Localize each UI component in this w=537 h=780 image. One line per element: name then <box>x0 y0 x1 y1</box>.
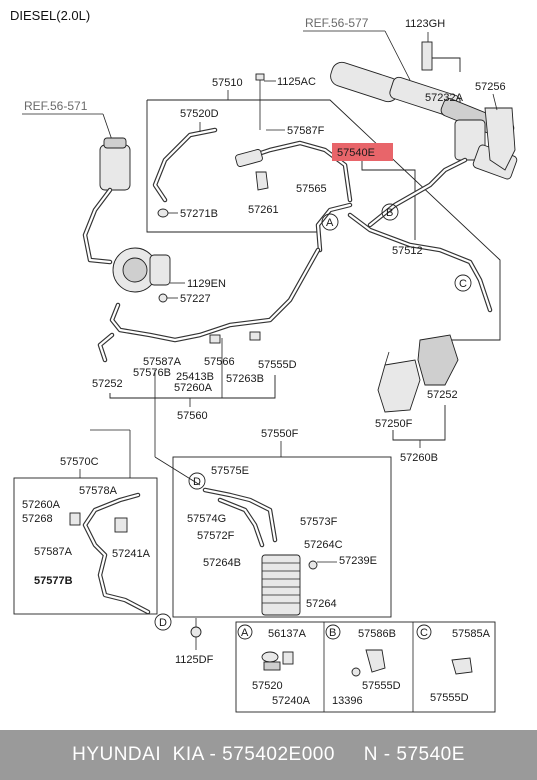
label-57261: 57261 <box>248 204 279 216</box>
label-57260a-left: 57260A <box>22 499 61 511</box>
label-detail-c-57585a: 57585A <box>452 628 491 640</box>
label-detail-a-57240a: 57240A <box>272 695 311 707</box>
label-57256: 57256 <box>475 81 506 93</box>
fitting-57587f <box>235 149 263 167</box>
label-57587f: 57587F <box>287 125 325 137</box>
label-57520d: 57520D <box>180 108 219 120</box>
label-57540e[interactable]: 57540E <box>337 147 375 159</box>
footer-part-number: HYUNDAI KIA - 575402E000 N - 57540E <box>72 744 465 765</box>
label-57570c: 57570C <box>60 456 99 468</box>
left-hose-group-box <box>13 477 158 615</box>
label-57587a-left: 57587A <box>34 546 73 558</box>
svg-text:C: C <box>420 627 428 639</box>
label-57550f: 57550F <box>261 428 299 440</box>
label-57566: 57566 <box>204 356 235 368</box>
label-57271b: 57271B <box>180 208 218 220</box>
ref-56-577-leader <box>384 30 411 81</box>
label-57510: 57510 <box>212 77 243 89</box>
detail-c-marker[interactable] <box>416 624 432 640</box>
svg-text:B: B <box>386 207 393 219</box>
label-57264c: 57264C <box>304 539 343 551</box>
detail-a-marker[interactable] <box>237 624 253 640</box>
label-57252-right: 57252 <box>427 389 458 401</box>
label-57260a-top: 57260A <box>174 382 213 394</box>
label-57575e: 57575E <box>211 465 249 477</box>
label-57578a: 57578A <box>79 485 118 497</box>
label-57573f: 57573F <box>300 516 338 528</box>
bolt-1125df <box>190 626 202 638</box>
label-57268: 57268 <box>22 513 53 525</box>
label-57574g: 57574G <box>187 513 226 525</box>
label-57577b: 57577B <box>34 575 73 587</box>
label-57227: 57227 <box>180 293 211 305</box>
label-detail-b-57586b: 57586B <box>358 628 396 640</box>
label-detail-b-57555d: 57555D <box>362 680 401 692</box>
steering-gear-assembly <box>330 41 518 180</box>
label-57232a: 57232A <box>425 92 464 104</box>
ref-56-577[interactable]: REF.56-577 <box>305 16 369 30</box>
label-1125ac: 1125AC <box>277 76 316 88</box>
boot-assembly <box>377 334 459 413</box>
svg-text:D: D <box>193 476 201 488</box>
label-57576b: 57576B <box>133 367 171 379</box>
engine-title: DIESEL(2.0L) <box>10 8 90 23</box>
label-57512: 57512 <box>392 245 423 257</box>
reservoir <box>82 137 131 265</box>
label-detail-c-57555d: 57555D <box>430 692 469 704</box>
callout-a-upper[interactable] <box>321 213 339 231</box>
clip-57261 <box>255 171 269 191</box>
callout-d-cooler[interactable] <box>188 472 206 490</box>
label-57565: 57565 <box>296 183 327 195</box>
label-detail-a-57520: 57520 <box>252 680 283 692</box>
label-57260b: 57260B <box>400 452 438 464</box>
label-57587a-top: 57587A <box>143 356 182 368</box>
ref-56-571-leader <box>102 113 113 141</box>
label-57239e: 57239E <box>339 555 377 567</box>
bolt-1125ac <box>255 73 265 81</box>
label-57572f: 57572F <box>197 530 235 542</box>
label-1125df: 1125DF <box>175 654 214 666</box>
highlight-57540e[interactable] <box>332 143 393 161</box>
ref-56-571[interactable]: REF.56-571 <box>24 99 88 113</box>
label-57560: 57560 <box>177 410 208 422</box>
svg-text:A: A <box>241 627 249 639</box>
detail-box <box>235 621 496 713</box>
label-1123gh: 1123GH <box>405 18 445 30</box>
label-57252-left: 57252 <box>92 378 123 390</box>
label-57263b: 57263B <box>226 373 264 385</box>
cooler-group-box <box>172 456 392 618</box>
power-steering-pump <box>112 247 171 293</box>
label-57555d-top: 57555D <box>258 359 297 371</box>
detail-b-marker[interactable] <box>325 624 341 640</box>
svg-text:D: D <box>159 617 167 629</box>
hose-57565 <box>315 202 353 253</box>
label-57264b: 57264B <box>203 557 241 569</box>
label-57250f: 57250F <box>375 418 413 430</box>
svg-text:C: C <box>459 278 467 290</box>
callout-c-upper[interactable] <box>454 274 472 292</box>
label-57241a: 57241A <box>112 548 151 560</box>
label-25413b: 25413B <box>176 371 214 383</box>
callout-b-upper[interactable] <box>381 203 399 221</box>
svg-text:B: B <box>329 627 336 639</box>
label-57264: 57264 <box>306 598 337 610</box>
label-detail-b-13396: 13396 <box>332 695 363 707</box>
bracket-57510 <box>146 100 320 233</box>
oil-cooler <box>261 554 301 616</box>
footer-bar: HYUNDAI KIA - 575402E000 N - 57540E <box>0 730 537 780</box>
svg-text:A: A <box>326 217 334 229</box>
clamp-57271b <box>157 208 169 218</box>
label-detail-a-56137a: 56137A <box>268 628 307 640</box>
parts-diagram: DIESEL(2.0L) REF.56-577 REF.56-571 1123G… <box>10 8 518 713</box>
callout-d-left[interactable] <box>154 613 172 631</box>
label-1129en: 1129EN <box>187 278 226 290</box>
